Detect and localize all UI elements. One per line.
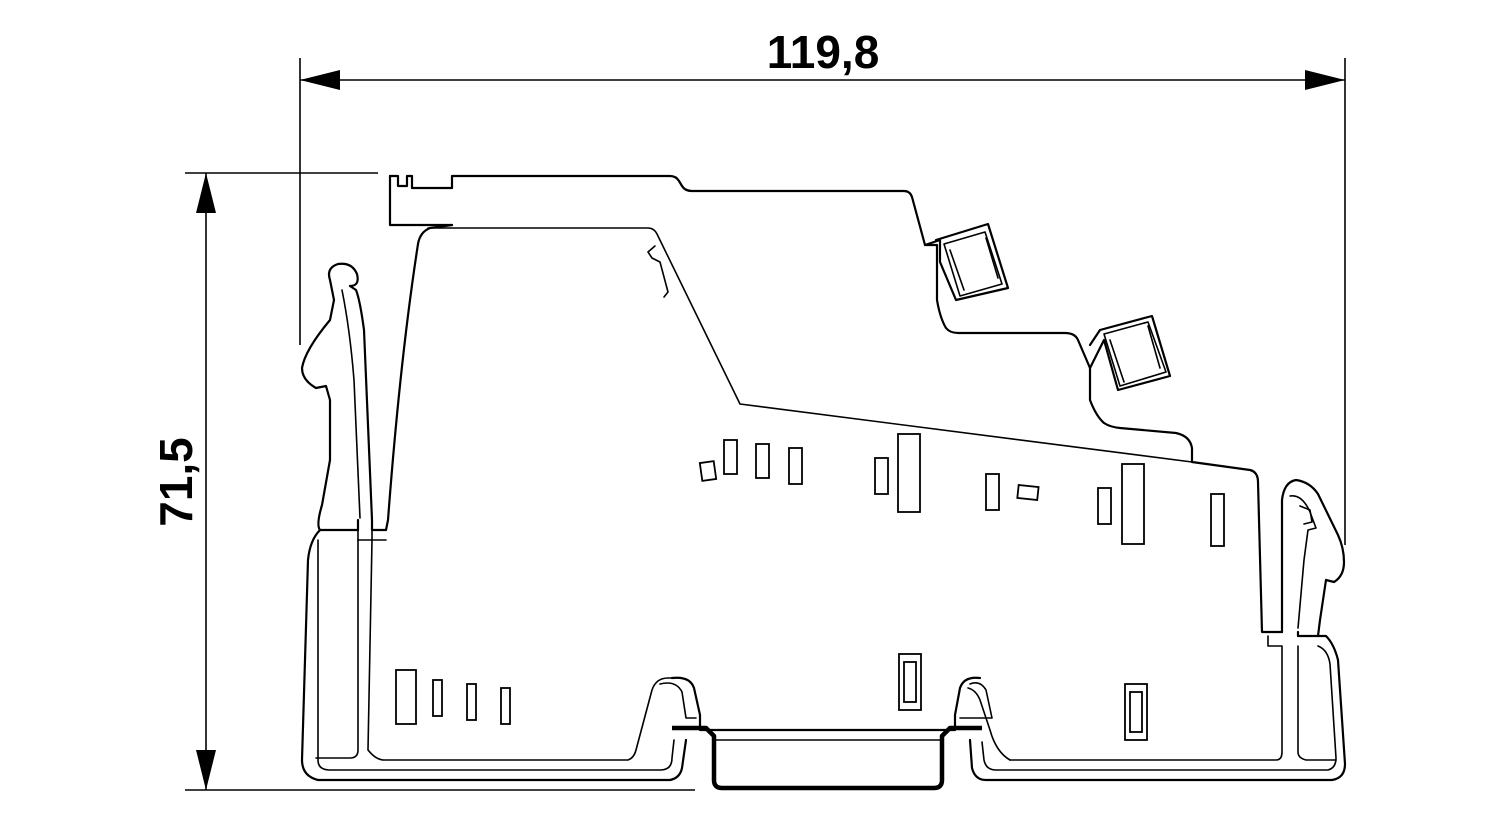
slot	[788, 447, 803, 485]
connector-upper-inner	[943, 231, 1003, 297]
left-clip	[300, 262, 374, 532]
left-foot-inner	[317, 539, 675, 771]
slot	[1097, 487, 1112, 525]
slot	[723, 439, 738, 475]
slot	[755, 443, 770, 479]
housing-top-outline	[388, 174, 1284, 634]
width-label: 119,8	[767, 26, 880, 78]
height-label: 71,5	[150, 437, 202, 527]
connector-lower-grip	[1109, 325, 1161, 383]
housing-inner-panel	[427, 227, 1193, 463]
left-rail-edge-2	[367, 539, 673, 761]
width-dimension: 119,8	[299, 26, 1346, 545]
connector-lower-body	[1088, 314, 1172, 392]
vent-slots	[395, 433, 1225, 741]
slot	[874, 457, 889, 495]
right-clip	[1280, 478, 1346, 638]
right-clip-tab	[1299, 505, 1313, 525]
connector-upper-grip	[949, 237, 999, 291]
slot	[1016, 483, 1040, 501]
right-rail-edge	[1009, 635, 1283, 761]
right-foot-inner	[981, 645, 1337, 771]
right-foot-outer	[968, 634, 1347, 782]
connector-upper	[923, 222, 1010, 302]
right-rail-edge-2	[1297, 645, 1337, 761]
slope-latch	[647, 245, 669, 298]
left-rail-edge	[315, 539, 359, 759]
slot	[1210, 493, 1225, 547]
connector-upper-body	[923, 222, 1010, 302]
slot	[985, 473, 1000, 511]
connector-lower-inner	[1103, 321, 1167, 387]
slot	[500, 687, 511, 725]
slot	[395, 669, 417, 725]
slot	[1121, 463, 1145, 545]
connector-lower	[1088, 314, 1172, 392]
height-arrow-top	[196, 173, 216, 213]
slot	[466, 683, 477, 721]
slot	[432, 679, 443, 717]
left-divider-2	[357, 529, 373, 541]
slot	[903, 661, 917, 703]
right-clip-inner	[1289, 495, 1317, 629]
center-rail-cutout	[670, 676, 982, 732]
slot	[698, 460, 718, 482]
housing-body	[300, 174, 1347, 791]
height-arrow-bottom	[196, 750, 216, 790]
din-rail	[672, 725, 982, 791]
right-inner-curve	[967, 687, 1011, 761]
left-foot-outer	[300, 528, 688, 782]
housing-front-face	[370, 223, 454, 532]
width-arrow-right	[1305, 70, 1345, 90]
width-arrow-left	[300, 70, 340, 90]
slot	[1129, 691, 1143, 733]
height-dimension: 71,5	[150, 172, 695, 791]
left-clip-inner	[341, 289, 361, 519]
slot	[897, 433, 921, 513]
center-rail-cutout-inner	[659, 682, 993, 719]
housing-top-lip	[388, 174, 454, 227]
